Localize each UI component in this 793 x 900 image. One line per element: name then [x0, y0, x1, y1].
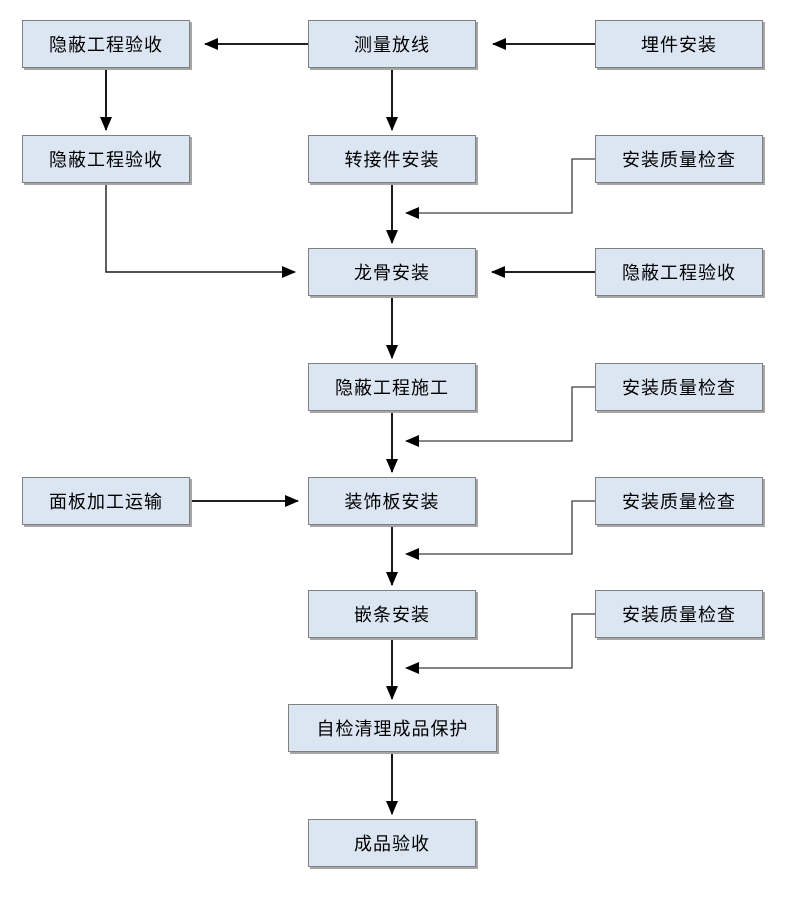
node-label: 隐蔽工程验收	[622, 263, 736, 283]
node-label: 成品验收	[354, 834, 430, 854]
edge-qc3-to-flow	[405, 500, 595, 560]
node-label: 嵌条安装	[354, 605, 430, 625]
node-label: 龙骨安装	[354, 263, 430, 283]
edge-concealed2-to-keel	[105, 183, 296, 278]
node-embedded-parts-installation: 埋件安装	[595, 20, 763, 68]
node-label: 装饰板安装	[344, 492, 440, 512]
node-panel-processing-transport: 面板加工运输	[22, 477, 190, 525]
node-installation-quality-check-1: 安装质量检查	[595, 135, 763, 183]
node-label: 安装质量检查	[622, 378, 736, 398]
node-installation-quality-check-2: 安装质量检查	[595, 363, 763, 411]
node-label: 面板加工运输	[49, 492, 163, 512]
node-decorative-panel-installation: 装饰板安装	[308, 477, 476, 525]
node-label: 转接件安装	[344, 150, 440, 170]
node-label: 安装质量检查	[622, 492, 736, 512]
node-self-inspection-cleaning-protection: 自检清理成品保护	[288, 704, 497, 752]
node-label: 安装质量检查	[622, 605, 736, 625]
edge-qc2-to-flow	[405, 386, 595, 447]
node-concealed-acceptance-3: 隐蔽工程验收	[595, 248, 763, 296]
node-finished-product-acceptance: 成品验收	[308, 819, 476, 867]
node-survey-setting-out: 测量放线	[308, 20, 476, 68]
node-label: 隐蔽工程验收	[49, 35, 163, 55]
node-label: 自检清理成品保护	[316, 719, 469, 739]
node-label: 测量放线	[354, 35, 430, 55]
node-label: 隐蔽工程验收	[49, 150, 163, 170]
edge-qc4-to-flow	[405, 613, 595, 674]
node-adapter-installation: 转接件安装	[308, 135, 476, 183]
node-keel-installation: 龙骨安装	[308, 248, 476, 296]
node-label: 埋件安装	[641, 35, 717, 55]
node-trim-strip-installation: 嵌条安装	[308, 590, 476, 638]
node-concealed-acceptance-2: 隐蔽工程验收	[22, 135, 190, 183]
node-installation-quality-check-3: 安装质量检查	[595, 477, 763, 525]
node-concealed-acceptance-1: 隐蔽工程验收	[22, 20, 190, 68]
node-installation-quality-check-4: 安装质量检查	[595, 590, 763, 638]
node-concealed-work-construction: 隐蔽工程施工	[308, 363, 476, 411]
edge-qc1-to-flow	[405, 158, 595, 219]
node-label: 隐蔽工程施工	[335, 378, 449, 398]
node-label: 安装质量检查	[622, 150, 736, 170]
